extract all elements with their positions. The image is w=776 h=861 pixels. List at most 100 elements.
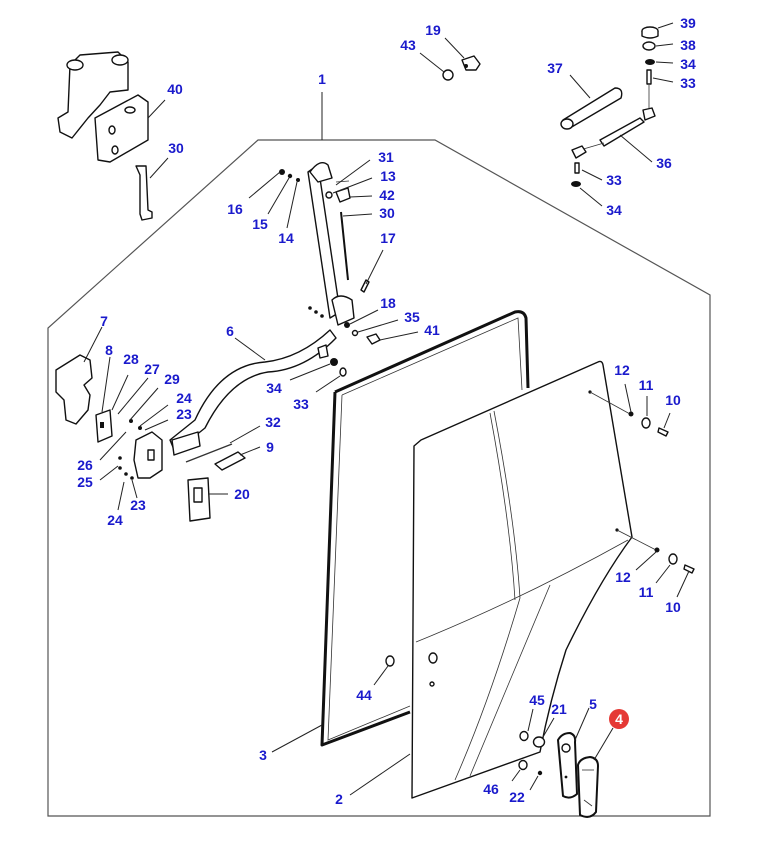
leader-31 [335,159,371,186]
rod-part-6 [169,329,337,456]
callout-34[interactable]: 34 [680,56,696,72]
callout-29[interactable]: 29 [164,371,180,387]
callout-9[interactable]: 9 [266,439,274,455]
callout-38[interactable]: 38 [680,37,696,53]
callout-5[interactable]: 5 [589,696,597,712]
callout-20[interactable]: 20 [234,486,250,502]
callout-24[interactable]: 24 [176,390,192,406]
leader-34c [289,363,331,381]
callout-27[interactable]: 27 [144,361,160,377]
glass-door-part-2 [411,360,633,799]
leader-29 [129,387,159,421]
leader-43 [419,52,445,73]
leader-2 [349,753,411,796]
callout-8[interactable]: 8 [105,342,113,358]
lock-housing [118,419,163,480]
callout-41[interactable]: 41 [424,322,440,338]
callout-46[interactable]: 46 [483,781,499,797]
callout-6[interactable]: 6 [226,323,234,339]
callout-40[interactable]: 40 [167,81,183,97]
washer-part-34c [330,358,338,366]
leader-32 [229,425,261,444]
callout-33[interactable]: 33 [293,396,309,412]
callout-32[interactable]: 32 [265,414,281,430]
leader-30b [342,213,373,217]
callout-22[interactable]: 22 [509,789,525,805]
callout-15[interactable]: 15 [252,216,268,232]
leader-45 [527,708,534,732]
callout-12[interactable]: 12 [614,362,630,378]
callout-24[interactable]: 24 [107,512,123,528]
washer-part-34a [645,59,655,65]
leader-19 [444,37,465,59]
callout-16[interactable]: 16 [227,201,243,217]
leader-17 [365,249,384,285]
callout-10[interactable]: 10 [665,392,681,408]
callout-14[interactable]: 14 [278,230,294,246]
callout-33[interactable]: 33 [680,75,696,91]
callout-12[interactable]: 12 [615,569,631,585]
callout-35[interactable]: 35 [404,309,420,325]
callout-34[interactable]: 34 [606,202,622,218]
callout-labels: 1 40 30 43 19 39 38 34 33 37 36 33 34 16… [77,15,696,807]
callout-7[interactable]: 7 [100,313,108,329]
leader-24a [139,404,169,427]
leader-41 [379,331,419,341]
leader-30a [149,157,169,179]
leader-4 [593,727,614,761]
callout-45[interactable]: 45 [529,692,545,708]
callout-26[interactable]: 26 [77,457,93,473]
leader-12a [624,383,632,413]
leader-27 [117,377,149,415]
door-handle-part-4 [577,756,599,818]
stud-part-33a [646,69,652,108]
callout-39[interactable]: 39 [680,15,696,31]
leader-40 [147,99,166,119]
callout-1[interactable]: 1 [318,71,326,87]
callout-3[interactable]: 3 [259,747,267,763]
callout-42[interactable]: 42 [379,187,395,203]
handle-part-9 [214,451,246,471]
callout-34[interactable]: 34 [266,380,282,396]
leader-37 [569,74,591,99]
callout-21[interactable]: 21 [551,701,567,717]
callout-37[interactable]: 37 [547,60,563,76]
leader-14 [286,181,298,229]
callout-30[interactable]: 30 [379,205,395,221]
callout-13[interactable]: 13 [380,168,396,184]
leader-34b [579,187,603,207]
leader-34a [655,61,674,64]
callout-23[interactable]: 23 [176,406,192,422]
callout-25[interactable]: 25 [77,474,93,490]
highlight-badge-4[interactable]: 4 [609,709,629,729]
leader-9 [239,446,261,456]
nut-part-43 [442,69,454,81]
callout-2[interactable]: 2 [335,791,343,807]
callout-31[interactable]: 31 [378,149,394,165]
callout-19[interactable]: 19 [425,22,441,38]
callout-36[interactable]: 36 [656,155,672,171]
callout-18[interactable]: 18 [380,295,396,311]
callout-17[interactable]: 17 [380,230,396,246]
leader-24b [117,481,125,511]
leader-36 [619,134,653,163]
callout-33[interactable]: 33 [606,172,622,188]
fasteners-lower [616,529,695,574]
callout-28[interactable]: 28 [123,351,139,367]
leader-15 [267,177,290,215]
door-frame-part-3 [320,310,530,747]
plate-part-20 [187,477,211,522]
grommet-part-44 [385,655,395,667]
callout-10[interactable]: 10 [665,599,681,615]
spacer-part-33c [339,367,347,377]
callout-11[interactable]: 11 [639,584,654,600]
leader-18 [349,309,379,325]
callout-44[interactable]: 44 [356,687,372,703]
leader-6 [234,337,266,361]
callout-23[interactable]: 23 [130,497,146,513]
callout-11[interactable]: 11 [639,377,654,393]
leader-12b [635,551,657,571]
callout-43[interactable]: 43 [400,37,416,53]
callout-30[interactable]: 30 [168,140,184,156]
